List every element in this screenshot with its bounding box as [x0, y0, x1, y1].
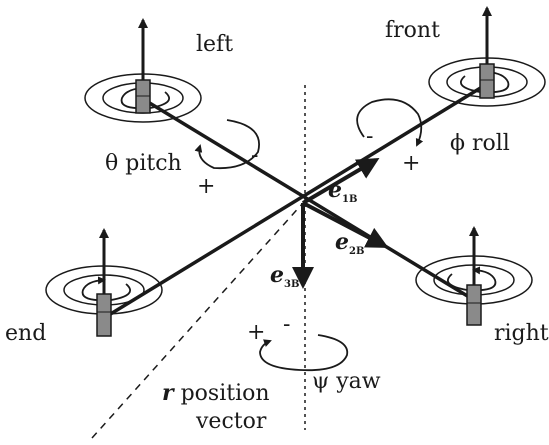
- label-front: front: [385, 18, 440, 43]
- yaw-plus-sign: +: [247, 320, 265, 345]
- e2b-axis-arrow: [302, 201, 389, 248]
- rotor-end: [45, 228, 163, 337]
- label-right: right: [494, 321, 549, 346]
- pitch-minus-sign: -: [251, 143, 258, 168]
- position-vector-label-line2: vector: [195, 409, 267, 434]
- roll-minus-sign: -: [366, 124, 373, 149]
- rotor-left: [84, 18, 202, 123]
- label-yaw: ψ yaw: [312, 369, 381, 394]
- arm-front-end: [103, 82, 488, 320]
- label-end: end: [5, 321, 46, 346]
- e1b-label: e1B: [328, 177, 357, 205]
- pitch-rotation-arrow: [194, 119, 260, 170]
- label-roll: ϕ roll: [450, 131, 510, 156]
- e3b-label: e3B: [270, 262, 299, 290]
- yaw-minus-sign: -: [283, 312, 290, 337]
- pitch-plus-sign: +: [197, 174, 215, 199]
- roll-rotation-arrow: [356, 98, 424, 147]
- e2b-label: e2B: [335, 229, 364, 257]
- position-vector-line: [91, 202, 304, 439]
- position-vector-label-line1: r position: [162, 380, 270, 406]
- label-pitch: θ pitch: [105, 151, 182, 176]
- roll-plus-sign: +: [402, 151, 420, 176]
- rotor-front: [428, 6, 546, 107]
- rotor-right: [415, 226, 533, 326]
- yaw-rotation-arrow: [259, 334, 349, 372]
- e1b-axis-arrow: [301, 157, 380, 205]
- label-left: left: [196, 32, 233, 57]
